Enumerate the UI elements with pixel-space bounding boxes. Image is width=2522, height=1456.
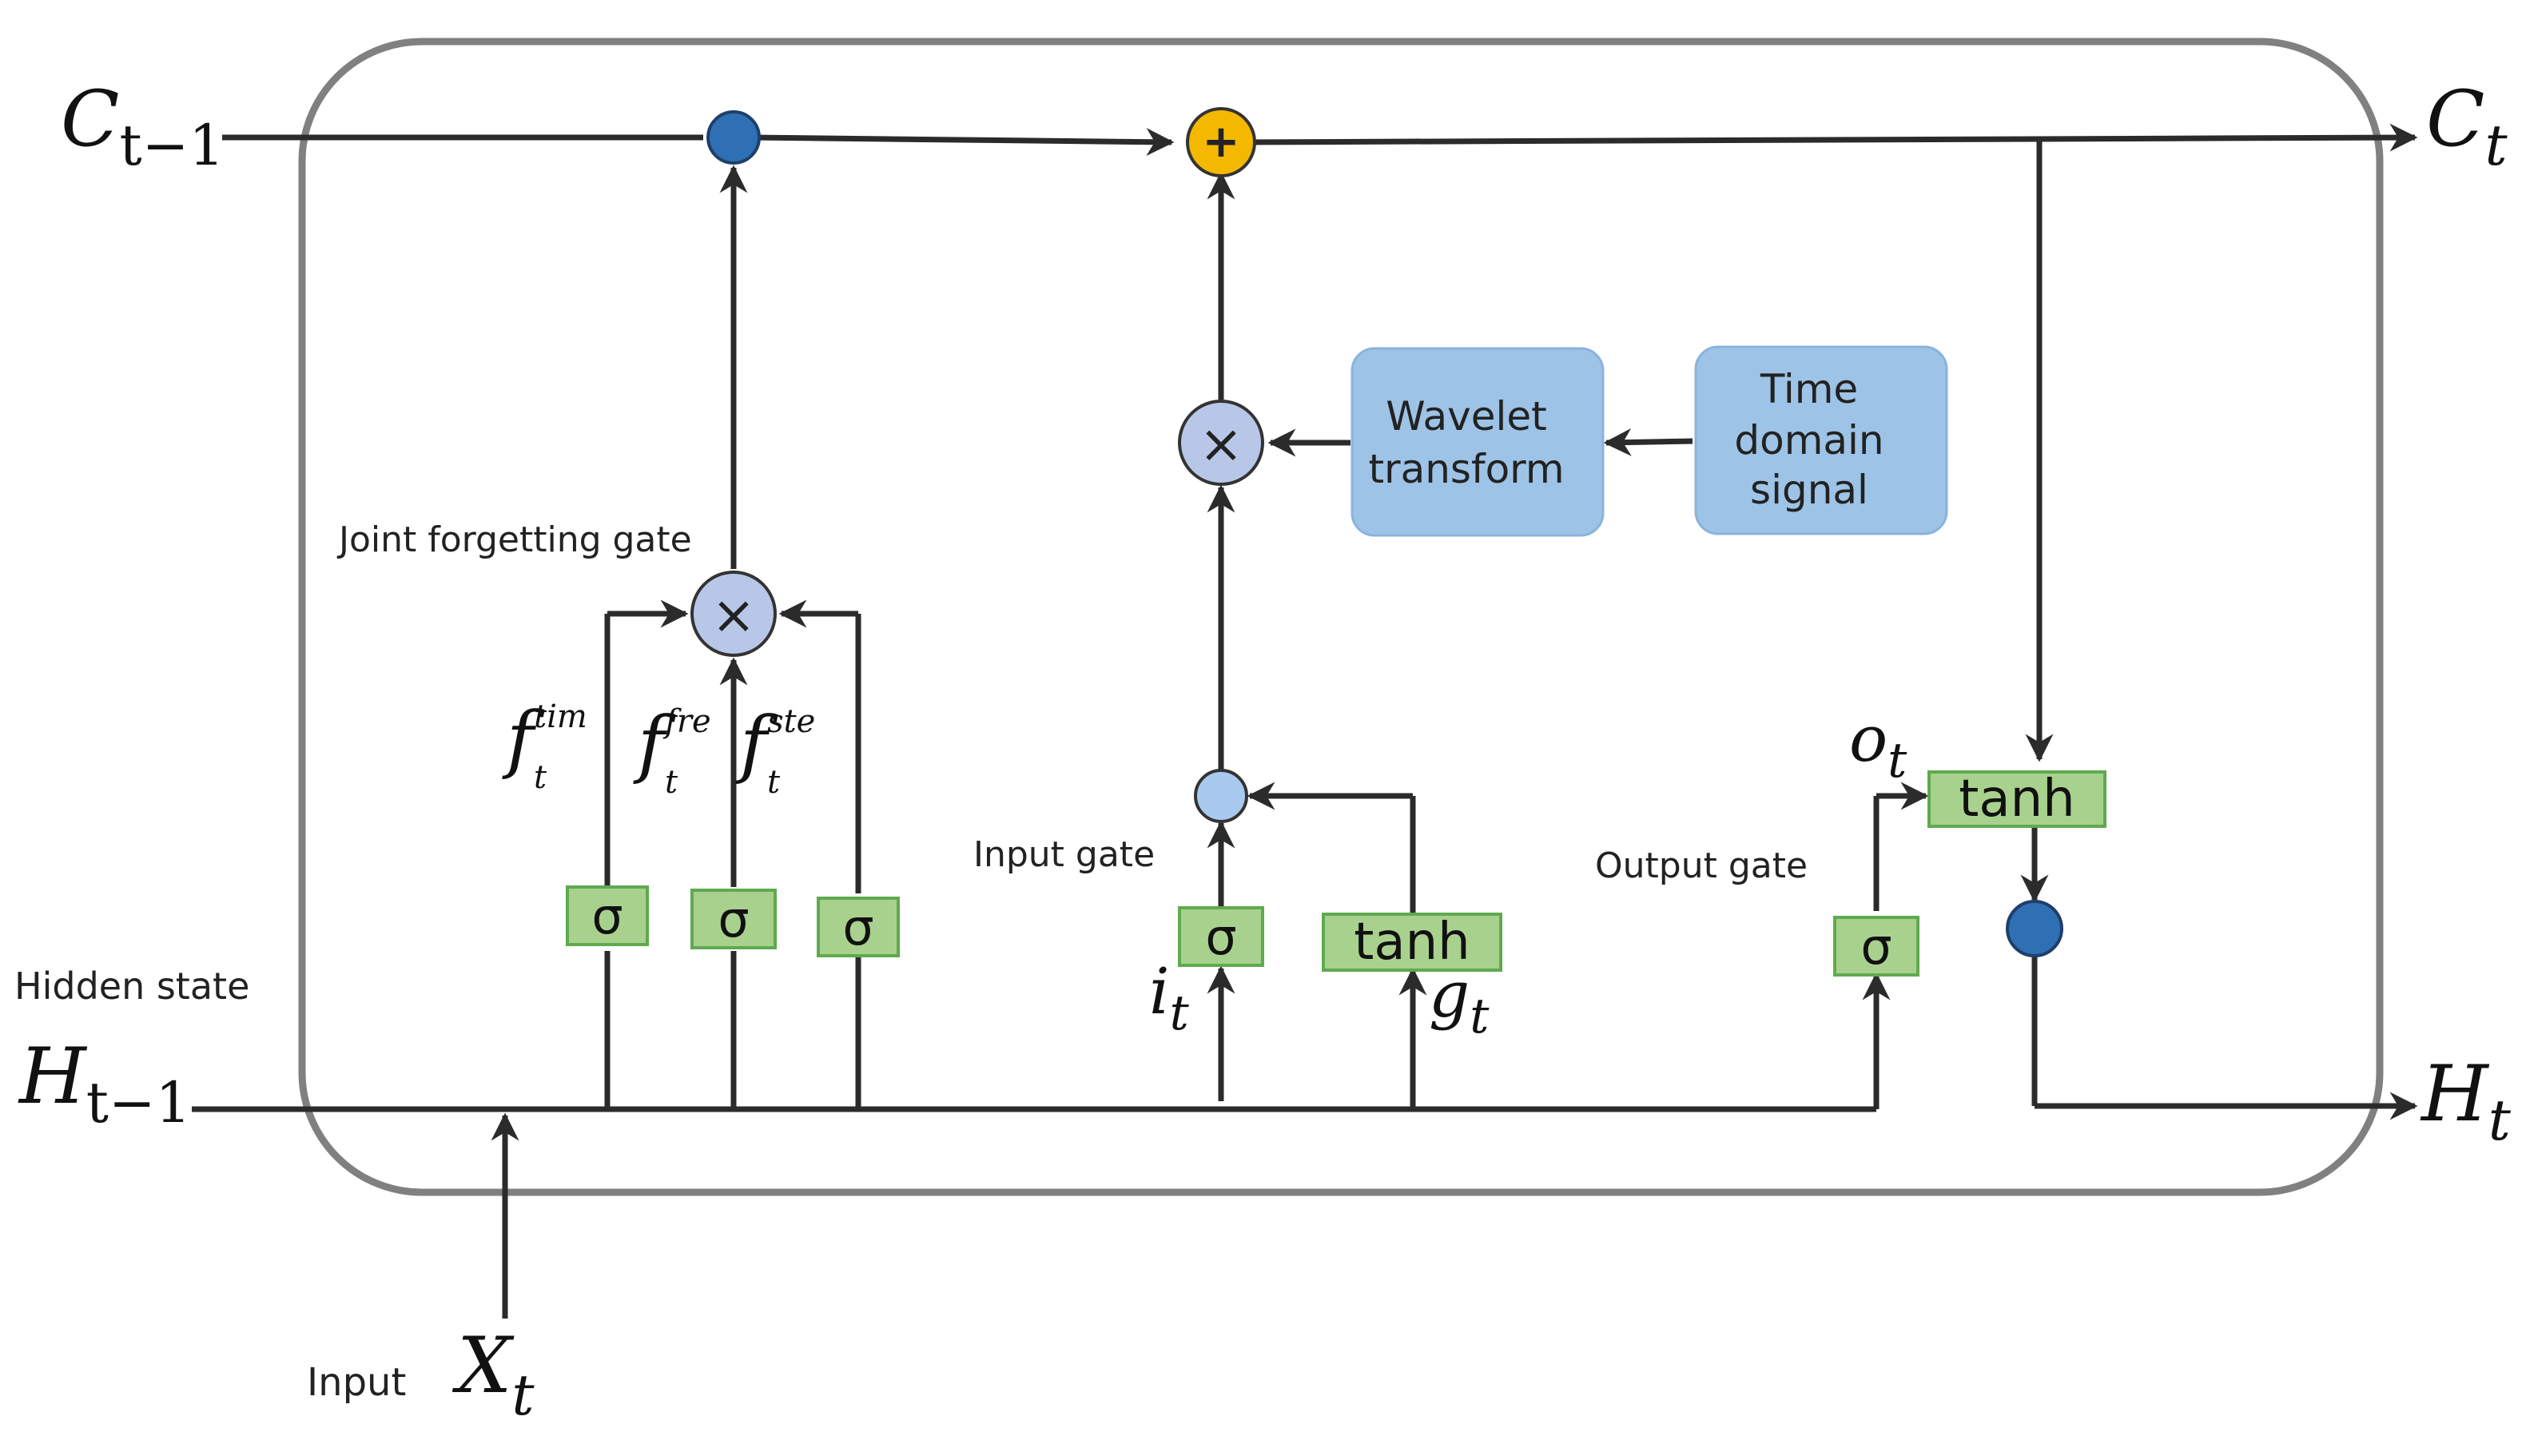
wavelet-line-1: Wavelet: [1386, 393, 1547, 440]
wire-signal-to-wavelet: [1603, 428, 1693, 456]
cell-state-line-mid: [750, 128, 1175, 157]
sigma-box-tim: σ: [566, 885, 649, 946]
svg-text:tanh: tanh: [1959, 770, 2074, 829]
symbol-f-tim-sub: t: [534, 759, 547, 796]
add-node: +: [1186, 107, 1256, 177]
sigma-box-output: σ: [1833, 916, 1919, 977]
svg-text:σ: σ: [591, 887, 623, 945]
symbol-c-next: Ct: [2426, 74, 2508, 178]
wavelet-line-2: transform: [1368, 446, 1564, 492]
sigma-box-ste: σ: [817, 897, 900, 957]
symbol-i-t: it: [1149, 954, 1190, 1041]
hidden-state-label: Hidden state: [14, 965, 249, 1008]
symbol-f-tim: ftim: [502, 696, 587, 782]
forget-state-node: [706, 110, 761, 165]
joint-forgetting-gate-label: Joint forgetting gate: [336, 519, 692, 560]
symbol-x-in: Xt: [451, 1321, 535, 1428]
symbol-h-next: Ht: [2420, 1049, 2512, 1153]
symbol-o-t: ot: [1849, 702, 1907, 789]
input-multiply-node: ×: [1178, 400, 1264, 486]
multiply-symbol: ×: [1199, 413, 1243, 475]
sigma-box-input: σ: [1178, 906, 1264, 967]
svg-text:σ: σ: [1860, 917, 1892, 976]
input-gate-node: [1194, 769, 1248, 823]
time-domain-signal-block: Time domain signal: [1694, 345, 1948, 535]
input-gate-label: Input gate: [973, 834, 1155, 875]
svg-text:σ: σ: [718, 890, 749, 949]
joint-forget-multiply-node: ×: [690, 571, 777, 657]
output-gate-label: Output gate: [1595, 845, 1808, 886]
symbol-f-ste-sub: t: [767, 764, 781, 801]
add-symbol: +: [1203, 116, 1240, 168]
time-domain-line-1: Time: [1760, 366, 1858, 412]
multiply-symbol: ×: [711, 584, 755, 646]
symbol-f-fre-sub: t: [665, 764, 678, 801]
sigma-box-fre: σ: [690, 889, 777, 949]
svg-text:tanh: tanh: [1354, 913, 1470, 972]
tanh-box-input: tanh: [1322, 913, 1502, 972]
cell-state-line-right: [1236, 123, 2418, 152]
symbol-h-prev: Ht−1: [18, 1032, 191, 1136]
time-domain-line-3: signal: [1750, 467, 1868, 513]
svg-text:σ: σ: [842, 898, 873, 957]
output-node: [2006, 900, 2063, 957]
time-domain-line-2: domain: [1734, 417, 1884, 463]
tanh-box-output: tanh: [1927, 770, 2106, 829]
cell-boundary: [298, 38, 2384, 1196]
input-label: Input: [307, 1360, 406, 1405]
wavelet-transform-block: Wavelet transform: [1351, 347, 1605, 537]
symbol-g-t: gt: [1429, 957, 1490, 1044]
symbol-c-prev: Ct−1: [61, 74, 225, 178]
svg-text:σ: σ: [1205, 908, 1236, 966]
